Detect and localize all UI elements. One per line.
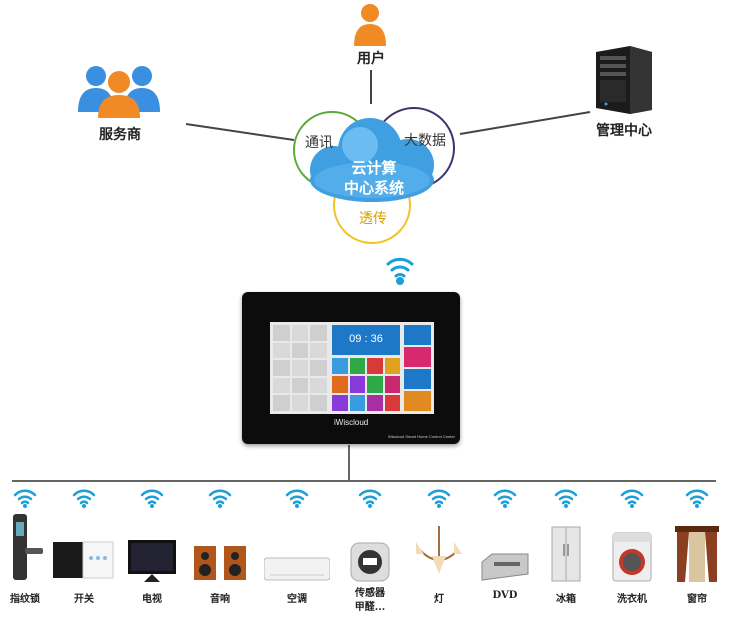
- wifi-icon: [684, 486, 710, 512]
- ring-bottom-label: 透传: [359, 211, 387, 227]
- user-person-icon: [351, 2, 389, 46]
- washing-machine-icon[interactable]: [612, 532, 652, 586]
- curtain-icon[interactable]: [675, 526, 719, 586]
- wifi-icon: [284, 486, 310, 512]
- panel-subtitle: Wiscloud Smart Home Control Center: [388, 434, 455, 439]
- management-label: 管理中心: [596, 123, 652, 139]
- device-label: 窗帘: [687, 594, 707, 605]
- wifi-icon: [426, 486, 452, 512]
- cloud-center-line2: 中心系统: [343, 179, 404, 197]
- device-label: 电视: [142, 594, 162, 605]
- device-label: 洗衣机: [617, 594, 647, 605]
- wifi-icon: [139, 486, 165, 512]
- provider-group-icon: [76, 62, 162, 118]
- device-label: 开关: [74, 594, 94, 605]
- wifi-icon: [492, 486, 518, 512]
- side-column: [404, 325, 431, 411]
- switch-grid: [273, 325, 327, 411]
- wifi-icon: [357, 486, 383, 512]
- device-label: 指纹锁: [10, 594, 40, 605]
- device-label: 灯: [434, 594, 444, 605]
- fingerprint-lock-icon[interactable]: [7, 512, 43, 586]
- app-tiles: [332, 358, 400, 411]
- server-icon: [592, 46, 656, 114]
- wifi-icon-panel: [386, 257, 414, 285]
- fridge-icon[interactable]: [551, 526, 581, 586]
- device-label: 传感器: [355, 588, 385, 599]
- wifi-icon: [71, 486, 97, 512]
- wifi-icon: [619, 486, 645, 512]
- speaker-icon[interactable]: [192, 542, 248, 586]
- cloud-shape: [310, 118, 434, 202]
- sensor-icon[interactable]: [350, 542, 390, 586]
- air-conditioner-icon[interactable]: [263, 556, 331, 586]
- device-label: 空调: [287, 594, 307, 605]
- panel-screen[interactable]: 09 : 36: [270, 322, 434, 414]
- device-label: DVD: [492, 590, 518, 601]
- chandelier-icon[interactable]: [416, 526, 462, 586]
- tv-icon[interactable]: [128, 538, 176, 586]
- device-label: 音响: [210, 594, 230, 605]
- wall-switch-icon[interactable]: [53, 538, 115, 586]
- clock-tile: 09 : 36: [332, 325, 400, 355]
- ring-left-label: 通讯: [305, 135, 333, 151]
- wifi-icon: [12, 486, 38, 512]
- control-panel: 09 : 36 iWiscloud Wiscloud Smart Home Co…: [242, 292, 460, 444]
- wifi-icon: [553, 486, 579, 512]
- clock-text: 09 : 36: [349, 333, 383, 345]
- device-label: 冰箱: [556, 594, 576, 605]
- wifi-icon: [207, 486, 233, 512]
- panel-brand: iWiscloud: [334, 418, 369, 427]
- user-label: 用户: [357, 51, 385, 67]
- dvd-player-icon[interactable]: [480, 552, 530, 586]
- provider-label: 服务商: [99, 127, 141, 143]
- ring-right-label: 大数据: [404, 133, 446, 149]
- device-label-line2: 甲醛...: [354, 602, 386, 613]
- cloud-center-line1: 云计算: [351, 159, 397, 177]
